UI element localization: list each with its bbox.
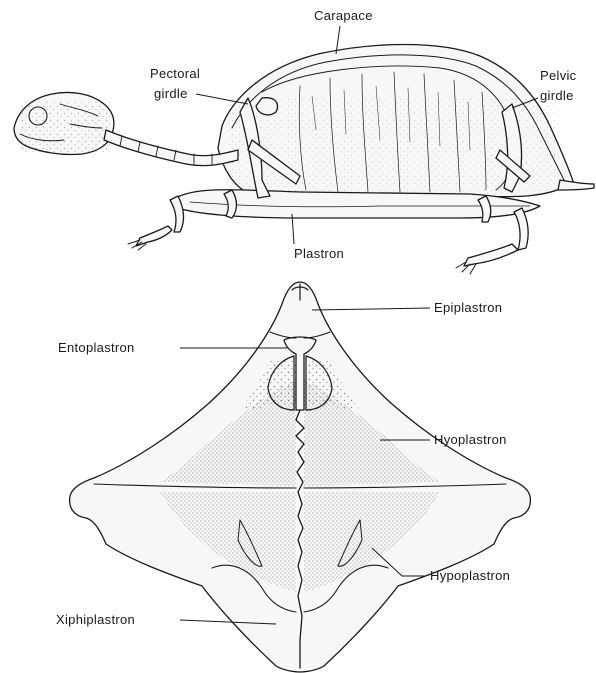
label-pelvic-line1: Pelvic — [540, 68, 577, 83]
skull — [14, 92, 114, 154]
leader-epiplastron — [312, 308, 430, 310]
plastron-ventral-view — [70, 282, 531, 672]
label-pectoral-line1: Pectoral — [150, 66, 200, 81]
label-hyoplastron: Hyoplastron — [434, 432, 507, 447]
label-pelvic-line2: girdle — [540, 88, 574, 103]
tail-vertebrae — [558, 180, 594, 190]
label-epiplastron: Epiplastron — [434, 300, 502, 315]
label-xiphiplastron: Xiphiplastron — [56, 612, 135, 627]
label-hypoplastron: Hypoplastron — [430, 568, 510, 583]
label-pectoral-line2: girdle — [154, 86, 188, 101]
label-carapace: Carapace — [314, 8, 373, 23]
label-plastron: Plastron — [294, 246, 344, 261]
label-entoplastron: Entoplastron — [58, 340, 135, 355]
turtle-lateral-view — [14, 45, 594, 275]
